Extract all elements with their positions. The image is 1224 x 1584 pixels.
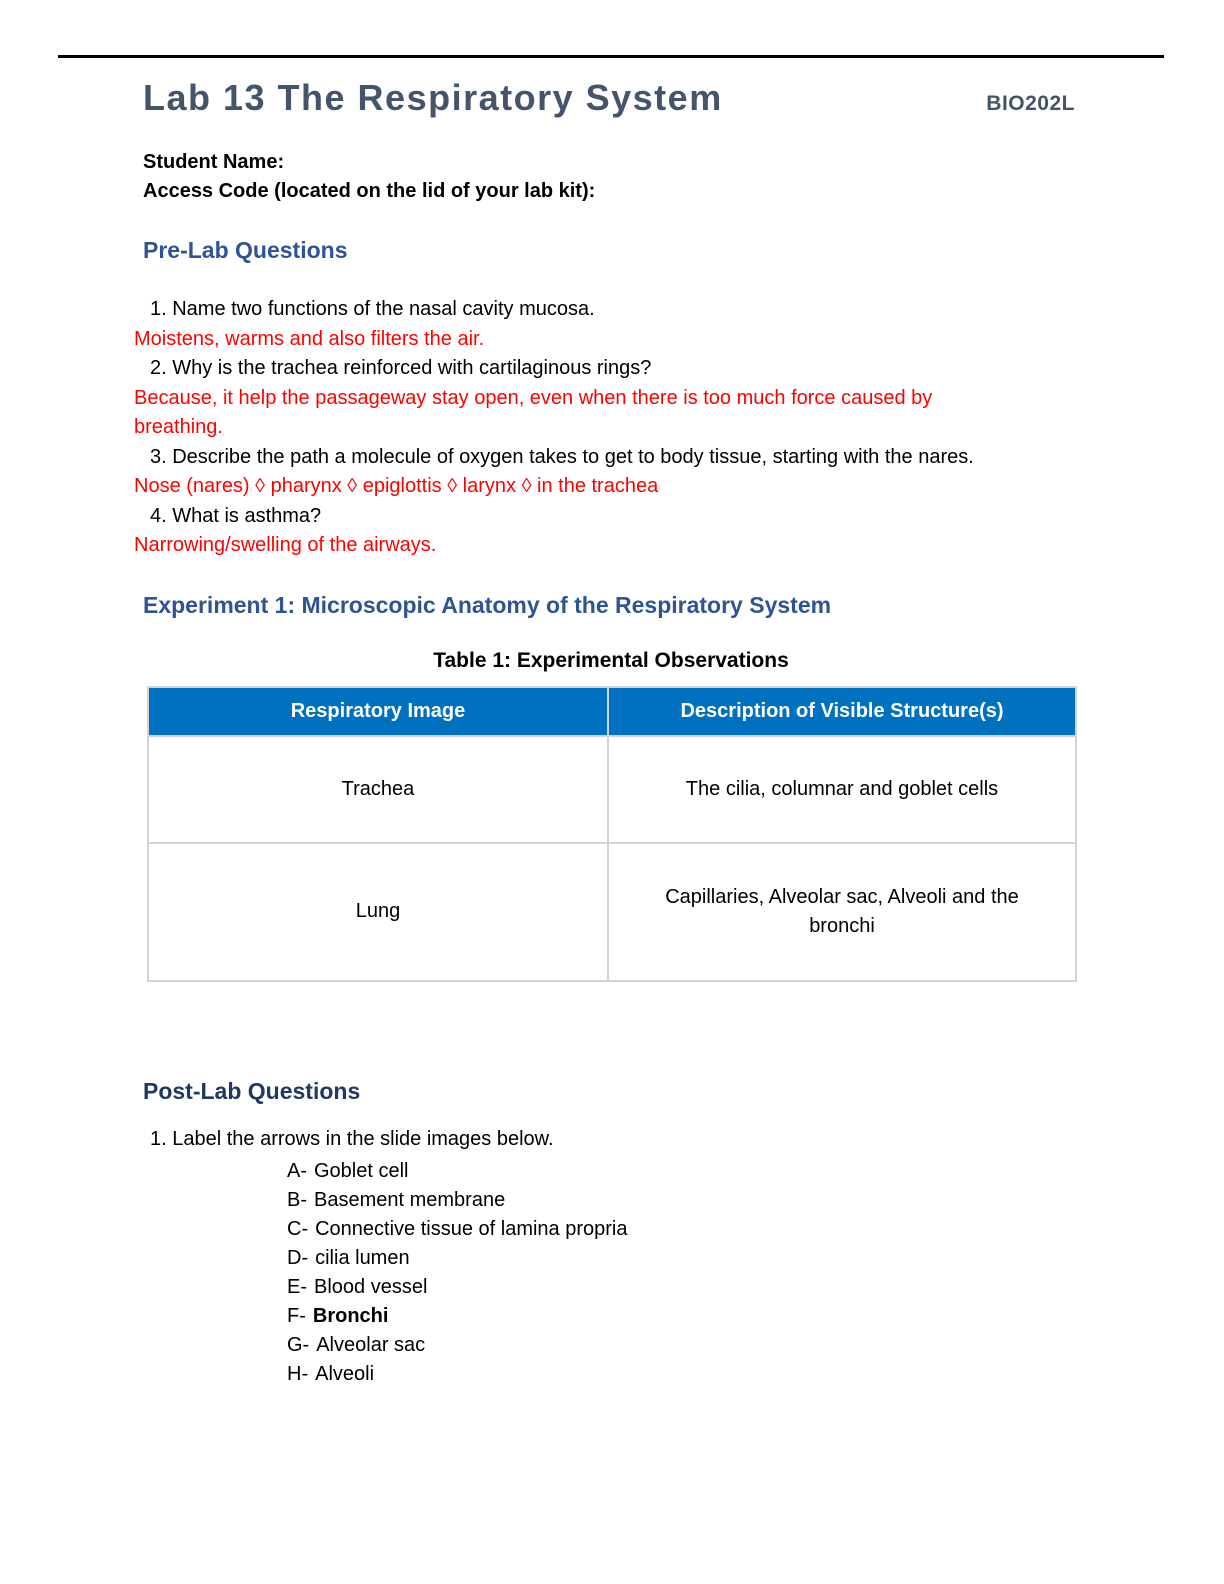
list-item: C- Connective tissue of lamina propria xyxy=(287,1215,1224,1244)
label-text: Goblet cell xyxy=(314,1159,409,1182)
cell-description-lung: Capillaries, Alveolar sac, Alveoli and t… xyxy=(607,841,1077,982)
list-item: E- Blood vessel xyxy=(287,1273,1224,1302)
table-caption: Table 1: Experimental Observations xyxy=(433,648,789,672)
label-text: Bronchi xyxy=(312,1304,389,1327)
postlab-question-1: 1. Label the arrows in the slide images … xyxy=(150,1127,554,1150)
label-text: Basement membrane xyxy=(314,1188,506,1211)
table-header-row: Respiratory Image Description of Visible… xyxy=(147,685,1077,737)
table-row: Trachea The cilia, columnar and goblet c… xyxy=(147,734,1077,844)
access-code-label: Access Code (located on the lid of your … xyxy=(143,180,596,202)
label-text: Alveolar sac xyxy=(316,1333,426,1356)
label-letter: F- xyxy=(287,1304,306,1327)
label-letter: H- xyxy=(287,1362,309,1385)
prelab-heading: Pre-Lab Questions xyxy=(143,237,348,263)
cell-description-lung-text: Capillaries, Alveolar sac, Alveoli and t… xyxy=(665,885,1019,937)
label-text: Connective tissue of lamina propria xyxy=(315,1217,628,1240)
list-item: G- Alveolar sac xyxy=(287,1331,1224,1360)
experiment1-heading: Experiment 1: Microscopic Anatomy of the… xyxy=(143,591,832,618)
label-letter: C- xyxy=(287,1217,309,1240)
page-title: Lab 13 The Respiratory System xyxy=(143,77,723,118)
label-text: Blood vessel xyxy=(314,1275,428,1298)
student-name-label: Student Name: xyxy=(143,151,285,173)
list-item: D-cilia lumen xyxy=(287,1244,1224,1273)
prelab-answer-3: Nose (nares) ◊ pharynx ◊ epiglottis ◊ la… xyxy=(134,475,659,497)
table-row: Lung Capillaries, Alveolar sac, Alveoli … xyxy=(147,841,1077,982)
column-header-respiratory-image: Respiratory Image xyxy=(147,685,609,737)
cell-image-lung: Lung xyxy=(147,841,609,982)
postlab-heading: Post-Lab Questions xyxy=(143,1077,361,1104)
document-header: Lab 13 The Respiratory System BIO202L xyxy=(143,78,1075,118)
list-item: H- Alveoli xyxy=(287,1360,1224,1389)
list-item: F- Bronchi xyxy=(287,1302,1224,1331)
label-letter: E- xyxy=(287,1275,307,1298)
slide-label-list: A- Goblet cell B- Basement membrane C- Conn… xyxy=(287,1157,1224,1389)
label-letter: A- xyxy=(287,1159,307,1182)
label-text: Alveoli xyxy=(315,1362,375,1385)
label-letter: G- xyxy=(287,1333,310,1356)
prelab-answer-4: Narrowing/swelling of the airways. xyxy=(134,534,437,556)
prelab-question-2: 2. Why is the trachea reinforced with ca… xyxy=(150,357,652,379)
prelab-answer-1: Moistens, warms and also filters the air… xyxy=(134,327,485,350)
list-item: A- Goblet cell xyxy=(287,1157,1224,1186)
horizontal-rule xyxy=(58,55,1164,58)
cell-description-trachea: The cilia, columnar and goblet cells xyxy=(607,734,1077,844)
student-info-block: Student Name: Access Code (located on th… xyxy=(143,148,1134,206)
label-letter: B- xyxy=(287,1188,307,1211)
label-text: cilia lumen xyxy=(315,1246,410,1269)
label-letter: D- xyxy=(287,1246,309,1269)
prelab-questions-block: 1. Name two functions of the nasal cavit… xyxy=(0,295,1224,561)
prelab-question-3: 3. Describe the path a molecule of oxyge… xyxy=(150,445,974,468)
observations-table: Respiratory Image Description of Visible… xyxy=(147,685,1077,982)
cell-image-trachea: Trachea xyxy=(147,734,609,844)
prelab-question-1: 1. Name two functions of the nasal cavit… xyxy=(150,298,595,320)
prelab-answer-2: Because, it help the passageway stay ope… xyxy=(134,386,933,439)
column-header-description: Description of Visible Structure(s) xyxy=(607,685,1077,737)
course-code: BIO202L xyxy=(986,92,1075,115)
prelab-question-4: 4. What is asthma? xyxy=(150,504,322,527)
list-item: B- Basement membrane xyxy=(287,1186,1224,1215)
